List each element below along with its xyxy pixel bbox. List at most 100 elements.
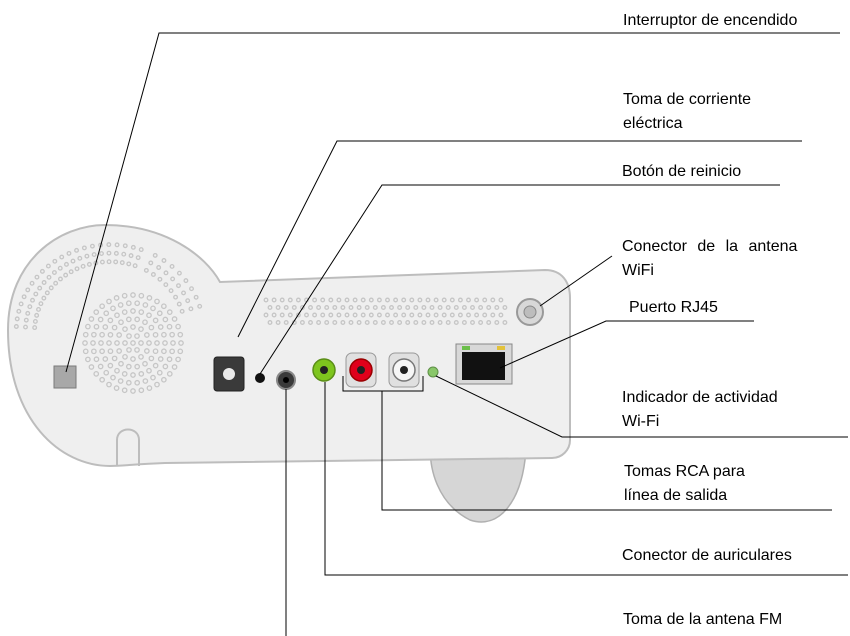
vent-hole [482,312,488,318]
speaker-hole [32,318,38,324]
vent-hole [320,312,326,318]
speaker-hole [21,294,27,300]
speaker-hole [102,356,109,362]
speaker-hole [176,283,181,289]
speaker-hole [134,333,140,339]
speaker-hole [188,306,194,312]
vent-hole [267,305,273,310]
vent-hole [401,297,407,303]
vent-hole [429,305,435,310]
vent-hole [405,305,411,310]
speaker-hole [126,347,132,353]
vent-hole [393,312,399,318]
speaker-hole [146,340,152,346]
speaker-hole [181,290,186,296]
speaker-hole [122,326,128,332]
speaker-hole [53,280,59,286]
speaker-hole [38,301,44,307]
vent-hole [263,297,269,303]
reset-button[interactable] [255,373,265,383]
speaker-hole [142,360,148,367]
speaker-hole [88,364,95,370]
label-fm-antenna-socket: Toma de la antena FM [623,611,783,628]
speaker-hole [77,255,83,261]
speaker-hole [23,317,29,323]
speaker-hole [13,324,19,329]
speaker-hole [45,263,51,269]
speaker-hole [41,280,47,285]
speaker-hole [121,309,128,315]
speaker-hole [169,263,175,269]
label-rca-line-out: Tomas RCA para línea de salida [624,463,745,504]
speaker-hole [30,297,35,303]
headphone-connector-hole [320,366,328,374]
speaker-hole [170,276,176,282]
rj45-port[interactable] [462,352,505,380]
power-socket-pin [223,368,235,380]
speaker-hole [59,254,65,260]
speaker-hole [122,354,128,360]
speaker-hole [116,348,122,354]
speaker-hole [142,302,149,308]
speaker-hole [193,294,199,300]
speaker-hole [148,324,155,331]
speaker-hole [85,356,91,363]
speaker-hole [48,285,54,291]
speaker-hole [25,287,31,293]
vent-hole [389,305,394,310]
speaker-hole [84,253,90,259]
speaker-hole [16,308,22,314]
speaker-hole [106,242,112,248]
vent-hole [332,305,338,310]
speaker-hole [119,260,125,266]
speaker-hole [157,324,164,330]
vent-hole [348,320,354,325]
vent-hole [486,320,492,325]
vent-hole [344,297,350,303]
speaker-hole [185,298,191,304]
speaker-hole [99,331,105,338]
vent-hole [425,297,431,303]
speaker-hole [169,348,175,355]
speaker-hole [146,312,152,319]
speaker-hole [111,355,118,362]
speaker-hole [134,300,141,307]
vent-hole [316,305,322,310]
speaker-hole [138,292,145,299]
vent-hole [397,305,403,310]
vent-hole [445,320,451,325]
vent-hole [478,305,484,310]
speaker-hole [163,282,169,288]
speaker-hole [74,247,80,253]
speaker-hole [57,265,63,271]
speaker-hole [70,258,76,264]
vent-hole [299,320,305,325]
vent-hole [279,297,285,303]
speaker-hole [152,252,158,258]
speaker-hole [52,258,58,264]
vent-hole [364,305,370,310]
leader-power-socket [237,140,802,338]
speaker-hole [88,316,95,322]
speaker-hole [130,372,136,378]
vent-hole [312,312,318,318]
label-power-socket: Toma de corriente eléctrica [623,91,752,132]
vent-hole [494,305,500,310]
rca-bracket [342,376,424,392]
speaker-hole [103,310,110,317]
vent-hole [417,297,423,303]
leader-power-switch [65,32,840,373]
vent-hole [429,320,435,325]
vent-hole [364,320,370,325]
vent-hole [360,297,366,303]
speaker-hole [171,364,178,370]
speaker-hole [157,356,164,362]
speaker-hole [173,294,179,300]
speaker-hole [114,312,120,319]
speaker-grille [82,292,184,394]
speaker-hole [156,369,163,376]
speaker-hole [25,310,31,316]
vent-hole [348,305,354,310]
vent-hole [478,320,484,325]
power-switch[interactable] [53,365,77,389]
